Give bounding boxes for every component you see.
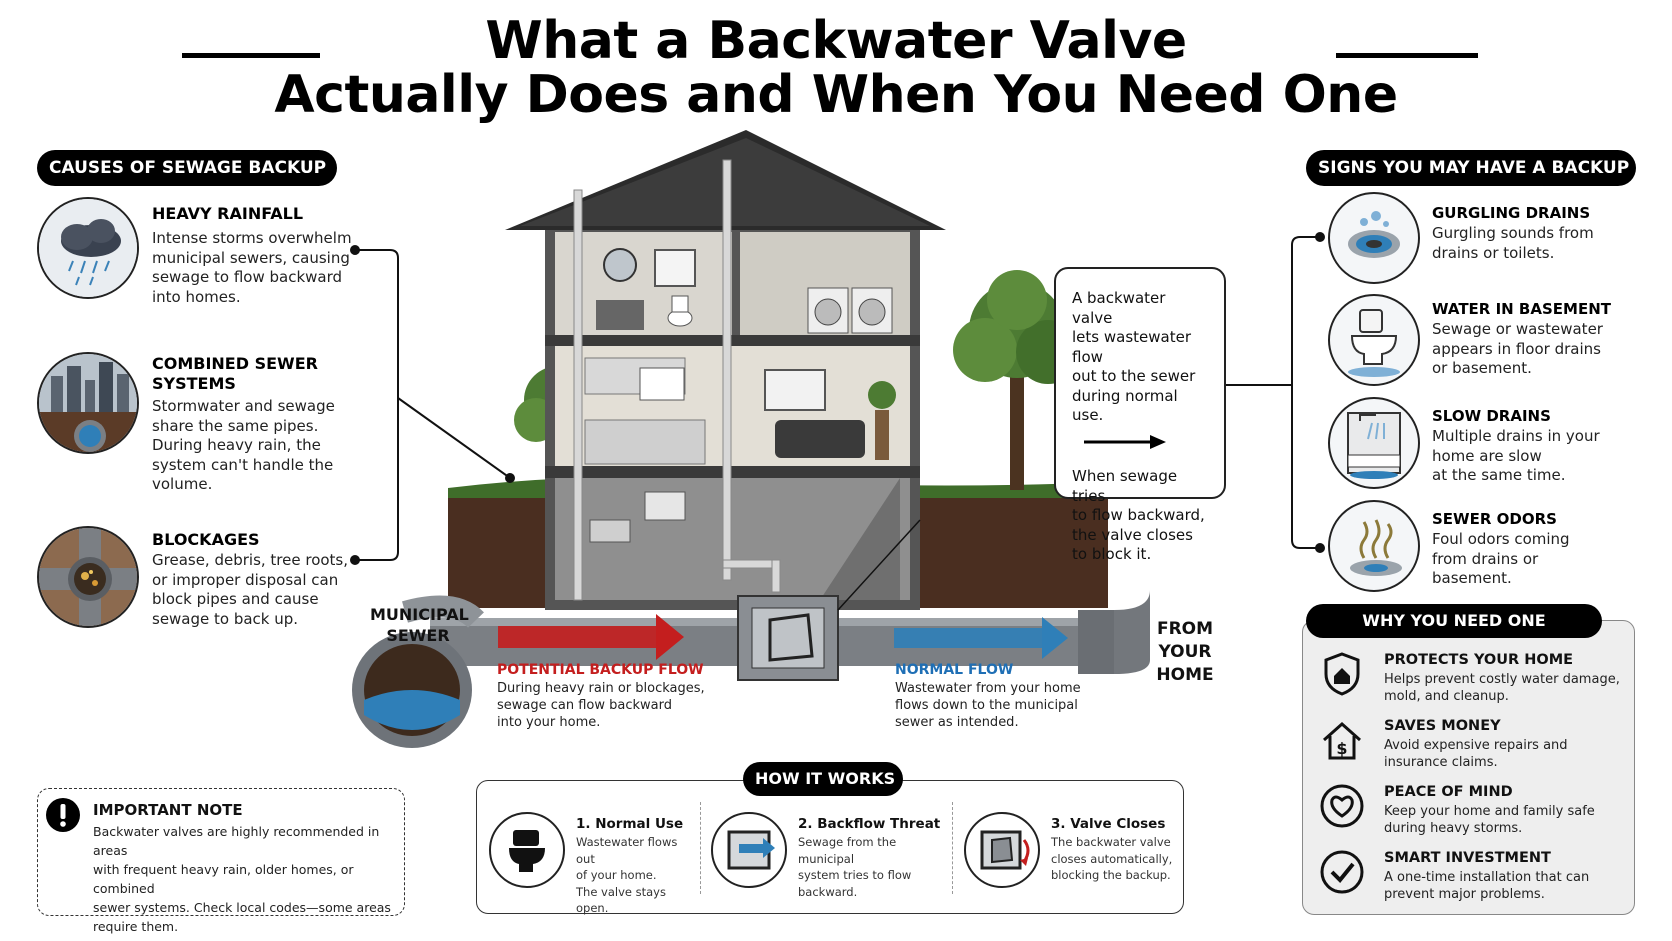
odor-icon bbox=[1328, 500, 1420, 592]
house-dollar-icon: $ bbox=[1323, 721, 1361, 760]
page-title-line-1: What a Backwater Valve bbox=[485, 11, 1187, 71]
cause-blockages-text: Grease, debris, tree roots,or improper d… bbox=[152, 551, 349, 628]
heart-shield-icon bbox=[1320, 784, 1364, 828]
arrow-right-icon bbox=[1084, 434, 1166, 449]
sign-slow-drains-title: SLOW DRAINS bbox=[1432, 407, 1551, 425]
causes-connector bbox=[350, 245, 515, 565]
how-divider-1 bbox=[700, 802, 701, 894]
toilet-icon bbox=[489, 812, 565, 888]
valve-connector bbox=[837, 519, 921, 611]
shower-icon bbox=[1328, 397, 1420, 489]
check-circle-icon bbox=[1320, 850, 1364, 894]
cause-heavy-rainfall-title: HEAVY RAINFALL bbox=[152, 204, 304, 223]
sign-gurgling-title: GURGLING DRAINS bbox=[1432, 204, 1591, 222]
normal-flow-arrow bbox=[894, 617, 1068, 659]
why-saves-money-title: SAVES MONEY bbox=[1384, 718, 1501, 734]
shield-home-icon bbox=[1324, 652, 1360, 696]
step-2-title: 2. Backflow Threat bbox=[798, 816, 941, 832]
why-smart-investment-title: SMART INVESTMENT bbox=[1384, 850, 1551, 866]
exclamation-icon bbox=[46, 798, 80, 832]
title-rule-left bbox=[182, 53, 320, 58]
important-note-text: Backwater valves are highly recommended … bbox=[93, 824, 391, 934]
cause-blockages-title: BLOCKAGES bbox=[152, 530, 260, 549]
why-protects-title: PROTECTS YOUR HOME bbox=[1384, 652, 1574, 668]
causes-header: CAUSES OF SEWAGE BACKUP bbox=[37, 150, 337, 186]
blocked-pipe-icon bbox=[37, 526, 139, 628]
city-sewer-icon bbox=[37, 352, 139, 454]
why-protects-text: Helps prevent costly water damage,mold, … bbox=[1384, 672, 1620, 704]
step-1-title: 1. Normal Use bbox=[576, 816, 684, 832]
step-3-title: 3. Valve Closes bbox=[1051, 816, 1166, 832]
title-rule-right bbox=[1336, 53, 1478, 58]
valve-closed-icon bbox=[964, 812, 1040, 888]
important-note-box bbox=[37, 788, 405, 916]
sign-sewer-odors-title: SEWER ODORS bbox=[1432, 510, 1557, 528]
storm-cloud-icon bbox=[37, 197, 139, 299]
backup-flow-title: POTENTIAL BACKUP FLOW bbox=[497, 662, 704, 678]
backup-flow-arrow bbox=[498, 614, 684, 660]
backup-flow-text: During heavy rain or blockages,sewage ca… bbox=[497, 681, 705, 730]
important-note-title: IMPORTANT NOTE bbox=[93, 801, 243, 819]
page-title-line-2: Actually Does and When You Need One bbox=[274, 65, 1398, 125]
svg-text:$: $ bbox=[1336, 739, 1347, 758]
why-you-need-one-box bbox=[1302, 620, 1635, 915]
why-peace-title: PEACE OF MIND bbox=[1384, 784, 1513, 800]
how-divider-2 bbox=[952, 802, 953, 894]
sign-water-basement-title: WATER IN BASEMENT bbox=[1432, 300, 1611, 318]
signs-header: SIGNS YOU MAY HAVE A BACKUP bbox=[1306, 150, 1636, 186]
how-it-works-header: HOW IT WORKS bbox=[743, 762, 903, 796]
normal-flow-title: NORMAL FLOW bbox=[895, 662, 1014, 678]
signs-connector bbox=[1226, 232, 1325, 553]
why-header: WHY YOU NEED ONE bbox=[1306, 604, 1602, 638]
valve-arrow-icon bbox=[711, 812, 787, 888]
toilet-icon bbox=[1328, 294, 1420, 386]
drain-icon bbox=[1328, 192, 1420, 284]
